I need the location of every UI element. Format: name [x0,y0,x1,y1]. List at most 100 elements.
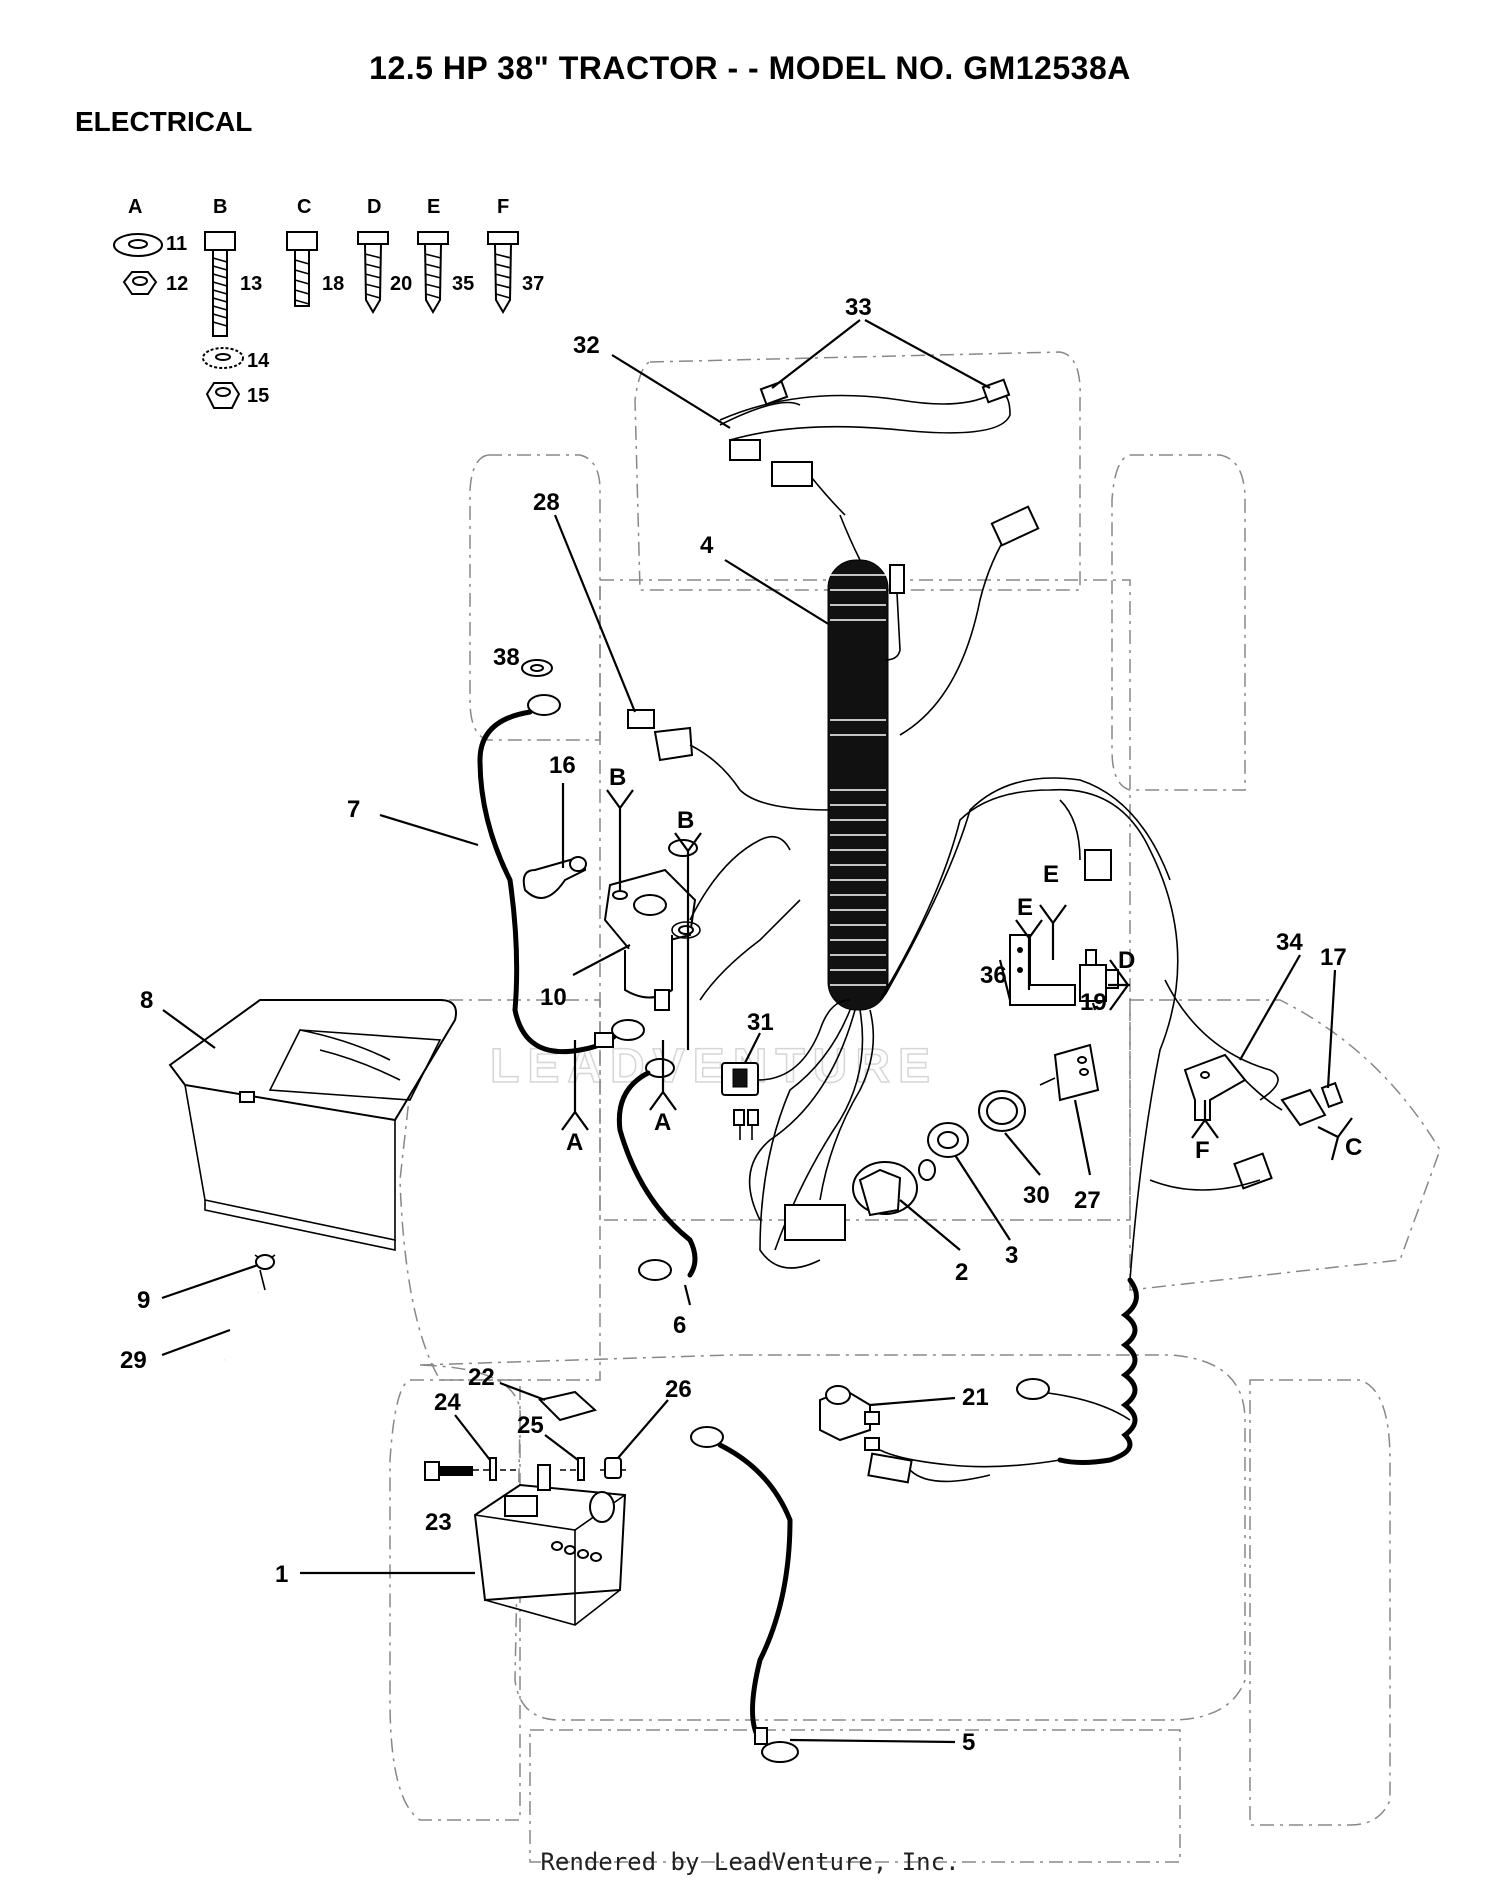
hardware-col-c: C [297,196,311,218]
callout-14: 14 [247,350,270,372]
battery-cable-5 [690,1426,799,1763]
callout-37: 37 [522,273,544,295]
bezel-30 [978,1090,1026,1132]
callout-18: 18 [322,273,344,295]
lock-washer-icon [202,347,244,369]
svg-text:B: B [609,764,626,791]
hardware-col-d: D [367,196,381,218]
hardware-col-b: B [213,196,227,218]
bolt-icon [204,231,236,337]
bolt-c-icon [286,231,318,307]
rocker-switch [721,999,851,1140]
seat-switch [1244,1079,1344,1127]
svg-text:7: 7 [347,796,360,823]
svg-text:6: 6 [673,1312,686,1339]
ref-letter-e-1: E [1015,894,1043,990]
svg-text:36: 36 [980,962,1007,989]
bolt-25 [577,1457,585,1481]
ignition-module [1039,1043,1100,1102]
callout-8: 8 [140,987,216,1049]
ref-letter-e-2: E [1039,861,1067,960]
svg-text:33: 33 [845,294,872,321]
callout-24: 24 [434,1389,491,1461]
drain-hose [221,1291,263,1364]
svg-text:31: 31 [747,1009,774,1036]
terminal-boot [522,856,587,899]
svg-text:A: A [654,1109,671,1136]
screw-e-icon [417,231,449,314]
callout-12: 12 [166,273,188,295]
hardware-col-a: A [128,196,142,218]
fuse-connector [627,709,831,811]
callout-17: 17 [1320,944,1347,1089]
svg-text:24: 24 [434,1389,461,1416]
hardware-legend: A B C D E F 11 12 13 14 15 [113,196,544,409]
callout-15: 15 [247,385,269,407]
svg-text:22: 22 [468,1364,495,1391]
callout-4: 4 [700,532,831,626]
callout-20: 20 [390,273,412,295]
svg-text:30: 30 [1023,1182,1050,1209]
pressure-switch [852,1159,936,1217]
switch-bracket [1009,934,1076,1006]
svg-text:4: 4 [700,532,714,559]
coil-harness-section [879,1277,1139,1468]
svg-text:3: 3 [1005,1242,1018,1269]
callout-19: 19 [1080,989,1107,1016]
callout-29: 29 [120,1328,231,1374]
svg-text:16: 16 [549,752,576,779]
spacer-3 [927,1122,969,1158]
washer-icon [113,233,163,257]
safety-switch-21 [819,1378,1131,1484]
svg-text:E: E [1017,894,1033,921]
svg-text:28: 28 [533,489,560,516]
callout-23: 23 [425,1509,452,1536]
callout-33: 33 [771,294,991,389]
ref-letter-f: F [1191,1100,1219,1164]
callout-11: 11 [166,233,187,255]
callout-5: 5 [789,1729,975,1756]
callout-36: 36 [980,959,1012,1001]
screw-f-icon [487,231,519,314]
callout-22: 22 [468,1364,546,1402]
ref-letter-b-1: B [606,764,634,890]
svg-text:D: D [1118,947,1135,974]
svg-text:10: 10 [540,984,567,1011]
drain-grommet [255,1254,275,1291]
svg-text:29: 29 [120,1347,147,1374]
main-wiring-harness [748,505,1279,1281]
svg-text:9: 9 [137,1287,150,1314]
hardware-col-e: E [427,196,440,218]
terminal-cover-22 [538,1390,598,1422]
svg-text:34: 34 [1276,929,1303,956]
starter-solenoid [603,835,801,1011]
bolt-24 [489,1457,497,1481]
washer-38 [521,659,553,677]
callout-16: 16 [549,752,576,868]
callout-32: 32 [573,332,731,429]
svg-text:C: C [1345,1134,1362,1161]
footer-credit: Rendered by LeadVenture, Inc. [540,1848,960,1876]
ref-letter-a-2: A [649,1040,677,1136]
section-title: ELECTRICAL [75,106,253,137]
callout-35: 35 [452,273,474,295]
callout-2: 2 [899,1199,968,1286]
callout-1: 1 [275,1561,475,1588]
svg-text:27: 27 [1074,1187,1101,1214]
nut-icon [122,271,158,295]
callout-25: 25 [517,1412,579,1461]
battery [473,1464,627,1626]
callout-26: 26 [617,1376,692,1459]
screw-d-icon [357,231,389,314]
ref-letter-a-1: A [561,1040,589,1156]
svg-text:32: 32 [573,332,600,359]
plunger-switch [1079,949,1119,1002]
watermark-text: LEADVENTURE [490,1040,938,1093]
callout-34: 34 [1239,929,1303,1061]
svg-text:A: A [566,1129,583,1156]
battery-cable-7 [477,694,645,1055]
callout-27: 27 [1073,1099,1101,1214]
lock-nut-icon [205,382,241,409]
battery-box [168,999,457,1263]
callout-31: 31 [744,1009,774,1064]
